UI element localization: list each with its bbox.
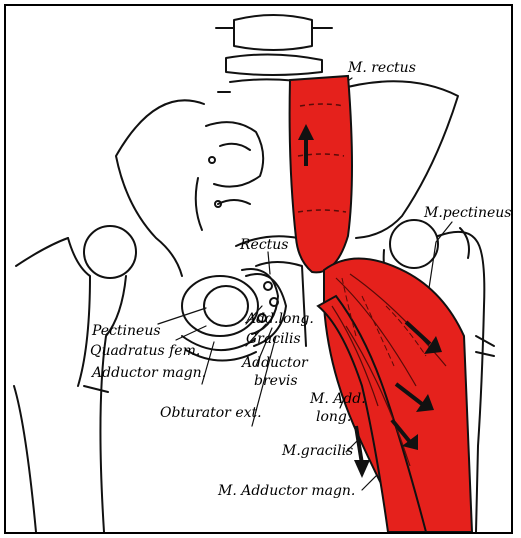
label-quadratus-fem: Quadratus fem. xyxy=(90,344,200,358)
rectus-muscle xyxy=(290,76,352,272)
label-adductor-brevis-2: brevis xyxy=(254,374,298,388)
label-adductor-magn: Adductor magn. xyxy=(92,366,206,380)
label-rectus: Rectus xyxy=(240,238,289,252)
label-m-adductor-magn: M. Adductor magn. xyxy=(218,484,355,498)
label-m-add-long-2: long. xyxy=(316,410,351,424)
label-gracilis: Gracilis xyxy=(246,332,301,346)
label-adductor-brevis-1: Adductor xyxy=(242,356,308,370)
label-add-long: Add.long. xyxy=(246,312,314,326)
label-m-pectineus: M.pectineus xyxy=(424,206,511,220)
label-m-add-long-1: M. Add. xyxy=(310,392,366,406)
label-pectineus: Pectineus xyxy=(92,324,161,338)
label-obturator-ext: Obturator ext. xyxy=(160,406,262,420)
label-m-rectus: M. rectus xyxy=(348,61,416,75)
pelvis-illustration xyxy=(6,6,511,532)
label-m-gracilis: M.gracilis xyxy=(282,444,353,458)
illustration-frame: M. rectus M.pectineus Rectus Pectineus Q… xyxy=(4,4,513,534)
